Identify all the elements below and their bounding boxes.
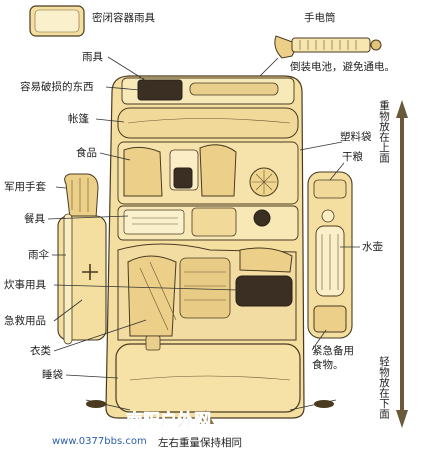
sealed-container-icon: [29, 5, 85, 37]
watermark-url: www.0377bbs.com: [52, 436, 147, 447]
label-tent: 帐篷: [68, 112, 89, 125]
backpack-body: [105, 75, 305, 419]
label-flashlight-note: 倒装电池，避免通电。: [290, 60, 395, 73]
label-clothing: 衣类: [30, 344, 51, 357]
side-pocket-left: [57, 213, 107, 345]
label-water-bottle: 水壶: [362, 240, 383, 253]
label-emergency-food-1: 紧急备用: [312, 344, 354, 357]
label-emergency-food-2: 食物。: [312, 358, 344, 371]
label-umbrella: 雨伞: [28, 248, 49, 261]
label-dry-food: 干粮: [342, 150, 363, 163]
label-flashlight: 手电筒: [304, 11, 336, 24]
label-food: 食品: [76, 146, 97, 159]
label-balance: 左右重量保持相同: [158, 436, 242, 449]
label-sealed-container: 密闭容器雨具: [92, 11, 155, 24]
label-utensils: 餐具: [24, 212, 45, 225]
label-fragile: 容易破损的东西: [20, 80, 94, 93]
label-sleeping-bag: 睡袋: [42, 368, 63, 381]
label-cooking: 炊事用具: [4, 278, 46, 291]
note-heavy-top: 重物放在上面: [378, 99, 390, 164]
flashlight-icon: [274, 35, 382, 59]
balance-base-icon: [85, 399, 337, 424]
watermark-title: 南阳户外网: [126, 410, 211, 431]
glove-icon: [64, 173, 99, 219]
side-pocket-right: [307, 171, 353, 339]
label-plastic-bag: 塑料袋: [340, 130, 372, 143]
label-raingear: 雨具: [82, 51, 103, 63]
weight-arrow: [396, 100, 408, 428]
label-gloves: 军用手套: [4, 180, 46, 193]
note-light-bottom: 轻物放在下面: [378, 355, 390, 420]
label-first-aid: 急救用品: [4, 314, 46, 327]
